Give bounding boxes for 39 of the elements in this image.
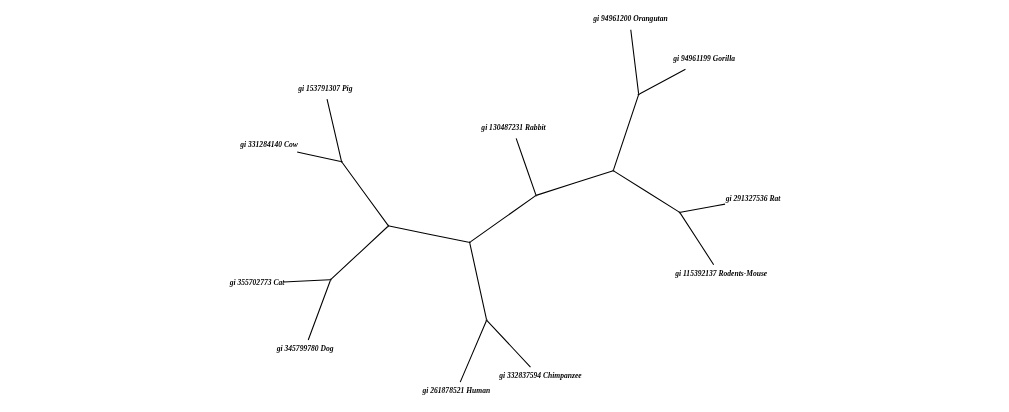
connector (486, 320, 531, 368)
node-text: gi 94961199 Gorilla (673, 53, 736, 63)
node-text: gi 153791307 Pig (298, 83, 353, 93)
connector (630, 29, 640, 95)
node-text: gi 115392137 Rodents-Mouse (675, 269, 768, 279)
node-text: gi 345799780 Dog (276, 344, 334, 354)
node-point (535, 194, 538, 197)
connector (283, 279, 331, 283)
node-point (678, 211, 681, 214)
node-text: gi 291327536 Rat (725, 193, 781, 203)
node-text: gi 331284140 Cow (240, 140, 298, 150)
connector (307, 279, 331, 341)
connector (469, 195, 536, 243)
node-point (468, 241, 471, 244)
node-text: gi 94961200 Orangutan (593, 14, 668, 24)
connector (296, 151, 342, 162)
node-text: gi 332837594 Chimpanzee (499, 371, 582, 381)
node-point (387, 224, 390, 227)
connector (612, 94, 639, 171)
connector (679, 212, 715, 266)
connector (680, 203, 726, 213)
node-text: gi 130487231 Rabbit (481, 122, 546, 132)
connector (638, 68, 686, 95)
connector (326, 98, 342, 162)
connector (613, 170, 680, 213)
connector (330, 225, 389, 280)
connector (388, 225, 470, 243)
connector (536, 170, 613, 196)
connector (341, 161, 389, 226)
node-point (329, 278, 332, 281)
node-point (612, 169, 615, 172)
node-point (340, 160, 343, 163)
node-point (485, 319, 488, 322)
connector (515, 137, 537, 196)
node-text: gi 355702773 Cat (229, 277, 285, 287)
connector (469, 242, 488, 320)
connector (459, 320, 487, 383)
node-point (637, 93, 640, 96)
node-text: gi 261878521 Human (422, 386, 491, 396)
